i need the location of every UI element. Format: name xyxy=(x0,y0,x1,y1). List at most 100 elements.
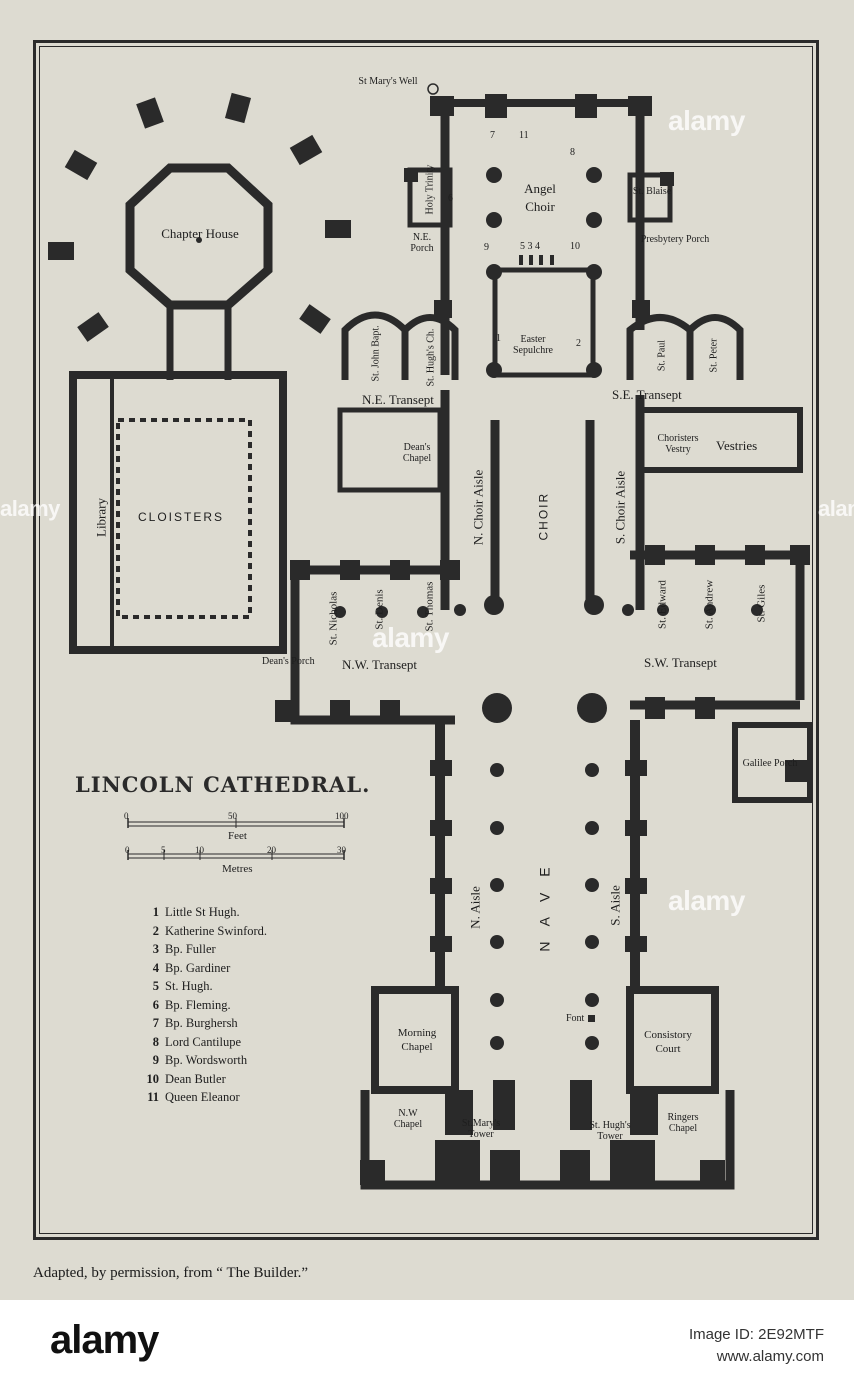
legend-name: Bp. Fuller xyxy=(165,942,216,956)
vestries-block xyxy=(637,407,803,473)
label-presbytery-porch: Presbytery Porch xyxy=(640,234,710,245)
legend-name: Dean Butler xyxy=(165,1071,226,1086)
legend-number: 3 xyxy=(152,942,159,956)
legend-number: 7 xyxy=(152,1016,159,1030)
legend-number: 2 xyxy=(152,923,159,938)
label-st-peter: St. Peter xyxy=(708,338,720,373)
scale-feet-label: Feet xyxy=(228,830,247,842)
deans-chapel-block xyxy=(337,407,443,493)
site-url: www.alamy.com xyxy=(716,1348,824,1365)
stock-footer xyxy=(0,1300,854,1390)
chapter-buttress xyxy=(224,92,252,124)
label-galilee-porch: Galilee Porch xyxy=(742,758,798,769)
legend-name: Bp. Fleming. xyxy=(165,997,231,1012)
tomb-number-8: 8 xyxy=(570,147,575,158)
scale-bars xyxy=(127,818,345,860)
tomb-number-10: 10 xyxy=(570,241,580,252)
st-blaise-chapel xyxy=(627,172,673,223)
legend-name: Katherine Swinford. xyxy=(165,923,268,938)
watermark: alamy xyxy=(668,885,745,916)
label-ne-porch: N.E. Porch xyxy=(410,232,434,254)
west-front-wall xyxy=(360,1090,735,1190)
tomb-number-6: 6 xyxy=(448,193,453,204)
legend-name: St. Hugh. xyxy=(165,979,213,993)
legend-item: 2 Katherine Swinford. xyxy=(143,922,267,941)
label-s-aisle: S. Aisle xyxy=(607,885,623,926)
label-st-giles: St. Giles xyxy=(755,584,768,623)
legend-name: Queen Eleanor xyxy=(165,1090,240,1104)
legend-name: Lord Cantilupe xyxy=(165,1034,242,1049)
label-st-paul: St. Paul xyxy=(656,339,668,372)
map-frame-inner xyxy=(39,46,813,1234)
label-n-choir-aisle: N. Choir Aisle xyxy=(470,469,486,546)
tomb-number-7: 7 xyxy=(490,130,495,141)
label-morning-chapel: Morning Chapel xyxy=(397,1027,437,1053)
chapter-buttress xyxy=(325,220,351,238)
chapter-buttress xyxy=(48,242,74,260)
label-st-hughs-ch: St. Hugh's Ch. xyxy=(425,328,437,387)
label-angel-choir: Angel Choir xyxy=(524,181,556,214)
legend-number: 8 xyxy=(152,1034,159,1049)
label-nw-transept: N.W. Transept xyxy=(342,657,418,672)
legend-item: 8 Lord Cantilupe xyxy=(143,1033,267,1052)
map-sheet: St Mary's Well Chapter House Angel Choir… xyxy=(0,0,854,1300)
legend-number: 5 xyxy=(152,979,159,993)
label-choristers-vestry: Choristers Vestry xyxy=(657,433,699,455)
label-holy-trinity: Holy Trinity xyxy=(424,164,436,215)
label-chapter-house: Chapter House xyxy=(161,226,239,241)
alamy-logo: alamy xyxy=(50,1318,159,1362)
tomb-numbers-3-4-5: 5 3 4 xyxy=(520,241,540,252)
library-wall xyxy=(71,375,114,650)
watermark: alamy xyxy=(372,622,449,653)
choir-screen-wall xyxy=(490,420,595,600)
label-consistory-court: Consistory Court xyxy=(644,1029,692,1055)
tomb-number-1: 1 xyxy=(496,333,501,344)
scale-feet-tick-100: 100 xyxy=(335,811,349,821)
legend-name: Bp. Wordsworth xyxy=(165,1053,248,1067)
label-font: Font xyxy=(566,1013,585,1024)
legend-name: Little St Hugh. xyxy=(165,905,240,919)
legend-name: Bp. Burghersh xyxy=(165,1016,238,1030)
label-ringers-chapel: Ringers Chapel xyxy=(667,1112,699,1134)
scale-metres-label: Metres xyxy=(222,863,253,875)
label-st-marys-tower: St.Mary's Tower xyxy=(461,1118,501,1140)
scale-metres-tick-20: 20 xyxy=(267,845,276,855)
scale-metres-tick-30: 30 xyxy=(337,845,346,855)
label-choir: CHOIR xyxy=(536,491,551,541)
holy-trinity-chapel xyxy=(407,167,453,228)
legend-item: 5 St. Hugh. xyxy=(143,977,267,996)
cloister-arcade xyxy=(116,418,252,619)
label-vestries: Vestries xyxy=(716,438,758,453)
angel-choir-outer-wall xyxy=(440,100,645,375)
tomb-number-2: 2 xyxy=(576,338,581,349)
scale-metres-tick-5: 5 xyxy=(161,845,166,855)
tomb-number-9: 9 xyxy=(484,242,489,253)
chapter-buttress xyxy=(64,149,98,181)
cathedral-floor-plan xyxy=(48,83,813,1190)
st-hughs-chapel xyxy=(401,314,459,380)
label-st-andrew: St. Andrew xyxy=(703,579,716,630)
watermark: alamy xyxy=(818,496,854,521)
label-st-marys-well: St Mary's Well xyxy=(358,76,418,87)
label-st-edward: St. Edward xyxy=(656,580,669,629)
chapter-buttress xyxy=(299,304,331,334)
label-ne-transept: N.E. Transept xyxy=(362,392,434,407)
label-st-hughs-tower: St. Hugh's Tower xyxy=(589,1120,631,1142)
label-se-transept: S.E. Transept xyxy=(612,387,682,402)
label-cloisters: CLOISTERS xyxy=(138,510,225,524)
chapter-vestibule-wall xyxy=(166,305,232,380)
label-sw-transept: S.W. Transept xyxy=(644,655,717,670)
legend-item: 11 Queen Eleanor xyxy=(143,1088,267,1107)
label-s-choir-aisle: S. Choir Aisle xyxy=(612,470,628,545)
label-nave: N A V E xyxy=(536,861,553,952)
label-library: Library xyxy=(93,498,109,537)
label-st-john-bapt: St. John Bapt. xyxy=(370,325,382,382)
legend-number: 11 xyxy=(147,1090,159,1104)
legend-item: 3 Bp. Fuller xyxy=(143,940,267,959)
label-st-blaise: St. Blaise xyxy=(632,186,672,197)
consistory-court-wall xyxy=(626,986,719,1094)
map-frame-outer xyxy=(33,40,819,1240)
